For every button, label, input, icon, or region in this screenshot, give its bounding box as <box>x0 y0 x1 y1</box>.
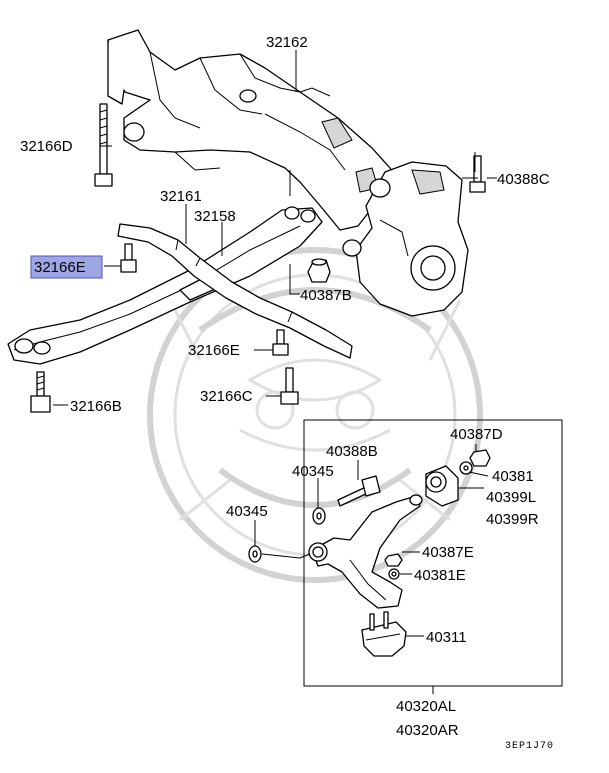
label-32166E[interactable]: 32166E <box>188 342 240 359</box>
label-32166C[interactable]: 32166C <box>200 388 253 405</box>
diagram-code: 3EP1J70 <box>505 741 554 752</box>
label-40345-lower[interactable]: 40345 <box>226 503 268 520</box>
bolt-40388C <box>469 155 486 193</box>
lower-arm-assembly-box <box>303 419 563 687</box>
label-40387D[interactable]: 40387D <box>450 426 503 443</box>
label-40388C[interactable]: 40388C <box>497 171 550 188</box>
hub-knuckle-bracket <box>342 161 469 317</box>
label-32166E-highlighted[interactable]: 32166E <box>34 259 86 276</box>
nut-40387E <box>384 553 403 567</box>
label-32158[interactable]: 32158 <box>194 208 236 225</box>
leader-lines <box>53 50 497 694</box>
ball-joint-40311 <box>361 611 407 657</box>
highlight-box <box>30 255 103 279</box>
bolt-40388B <box>337 475 381 507</box>
label-40399L[interactable]: 40399L <box>486 489 536 506</box>
bolt-32166D <box>94 103 113 187</box>
label-40320AL[interactable]: 40320AL <box>396 698 456 715</box>
nut-40387D <box>469 449 491 467</box>
label-40387E[interactable]: 40387E <box>422 544 474 561</box>
label-40311[interactable]: 40311 <box>426 629 467 646</box>
stiffener-plate-32161 <box>117 223 353 359</box>
label-40345-upper[interactable]: 40345 <box>292 463 334 480</box>
label-40320AR[interactable]: 40320AR <box>396 722 459 739</box>
bushing-40387B <box>307 258 331 283</box>
washer-40381 <box>459 461 473 475</box>
label-32161[interactable]: 32161 <box>160 188 202 205</box>
label-32166B[interactable]: 32166B <box>70 398 122 415</box>
washer-40381E <box>388 568 400 580</box>
label-40388B[interactable]: 40388B <box>326 443 378 460</box>
bushing-40399 <box>425 465 459 507</box>
label-40381[interactable]: 40381 <box>492 468 534 485</box>
label-40381E[interactable]: 40381E <box>414 567 466 584</box>
bolt-32166E-lower <box>272 329 289 356</box>
washer-40345-a <box>312 507 326 525</box>
lower-arm-40320 <box>308 494 423 609</box>
bolt-32166B <box>30 371 51 413</box>
label-40387B[interactable]: 40387B <box>300 287 352 304</box>
rear-subframe-32162 <box>107 29 399 231</box>
bolt-32166E-upper <box>120 243 137 273</box>
label-32162[interactable]: 32162 <box>266 34 308 51</box>
bolt-32166C <box>280 367 299 405</box>
label-32166D[interactable]: 32166D <box>20 138 73 155</box>
washer-40345-b <box>248 545 262 563</box>
label-40399R[interactable]: 40399R <box>486 511 539 528</box>
